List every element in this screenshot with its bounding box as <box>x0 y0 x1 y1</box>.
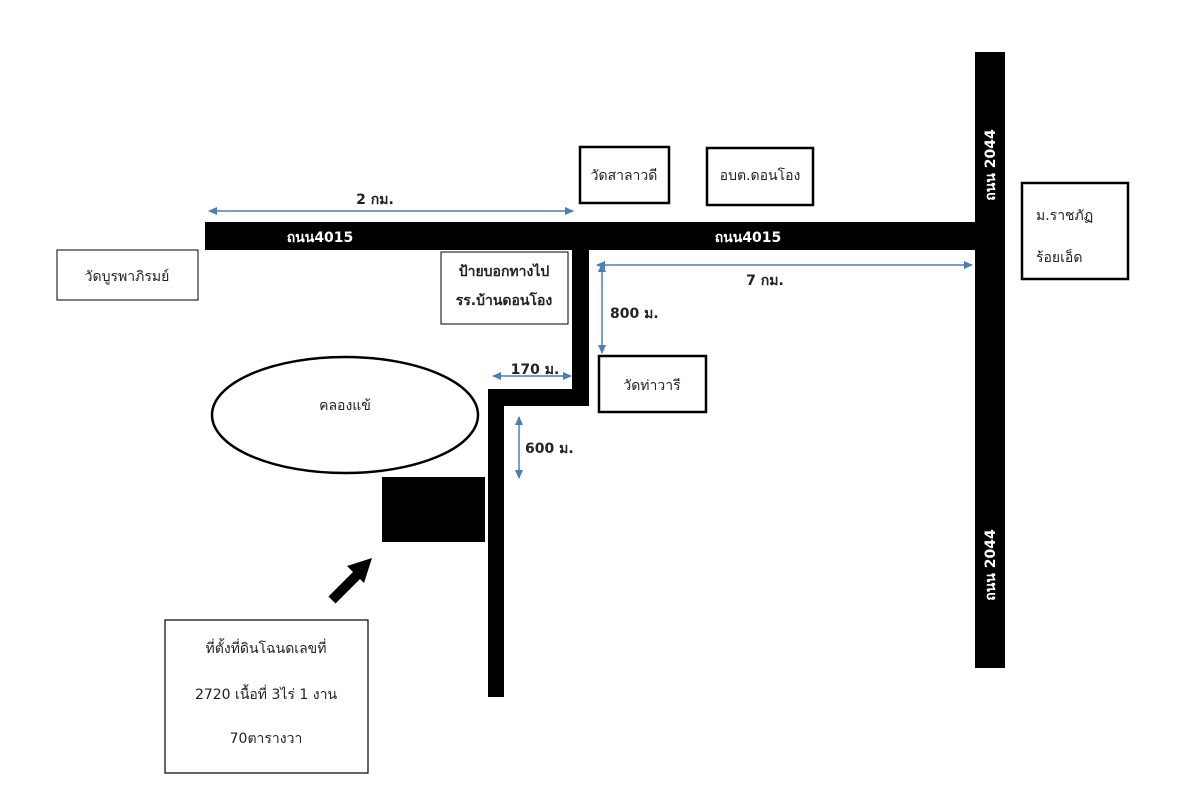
place-wat-thawari-label: วัดท่าวารี <box>623 378 681 394</box>
signpost-label-line2: รร.บ้านดอนโอง <box>456 291 553 309</box>
place-signpost: ป้ายบอกทางไป รร.บ้านดอนโอง <box>440 251 569 325</box>
land-info-line1: ที่ตั้งที่ดินโฉนดเลขที่ <box>206 638 327 657</box>
place-wat-salawadi-label: วัดสาลาวดี <box>591 168 658 184</box>
place-wat-thawari: วัดท่าวารี <box>597 354 708 414</box>
place-wat-salawadi: วัดสาลาวดี <box>578 145 671 205</box>
distance-label-800m: 800 ม. <box>610 306 659 322</box>
side-road-segment-1 <box>572 240 589 406</box>
university-label-line1: ม.ราชภัฏ <box>1036 208 1093 224</box>
place-wat-burapha: วัดบูรพาภิรมย์ <box>56 249 199 301</box>
road-2044 <box>975 52 1005 668</box>
distance-label-600m: 600 ม. <box>525 441 574 457</box>
land-info-line2: 2720 เนื้อที่ 3ไร่ 1 งาน <box>195 684 337 703</box>
side-road-segment-3 <box>488 389 504 697</box>
pointer-arrow-icon <box>328 558 372 604</box>
road-4015 <box>205 222 1005 250</box>
place-obt: อบต.ดอนโอง <box>705 146 815 207</box>
side-road-segment-2 <box>488 389 589 406</box>
distance-label-2km: 2 กม. <box>356 192 394 208</box>
road-2044-label-bottom: ถนน 2044 <box>983 529 999 601</box>
university-label-line2: ร้อยเอ็ด <box>1036 248 1082 266</box>
road-4015-label-right: ถนน4015 <box>715 230 782 246</box>
land-info-box: ที่ตั้งที่ดินโฉนดเลขที่ 2720 เนื้อที่ 3ไ… <box>164 619 369 774</box>
road-4015-label-left: ถนน4015 <box>287 230 354 246</box>
land-info-line3: 70ตารางวา <box>230 731 303 747</box>
road-2044-label-top: ถนน 2044 <box>983 129 999 201</box>
distance-label-170m: 170 ม. <box>511 362 560 378</box>
place-wat-burapha-label: วัดบูรพาภิรมย์ <box>85 268 170 285</box>
signpost-label-line1: ป้ายบอกทางไป <box>459 262 550 280</box>
place-university: ม.ราชภัฏ ร้อยเอ็ด <box>1020 181 1130 281</box>
place-obt-label: อบต.ดอนโอง <box>720 167 801 184</box>
land-plot <box>382 477 485 542</box>
reservoir: คลองแข้ <box>210 355 480 475</box>
reservoir-label: คลองแข้ <box>319 398 371 414</box>
distance-label-7km: 7 กม. <box>746 273 784 289</box>
